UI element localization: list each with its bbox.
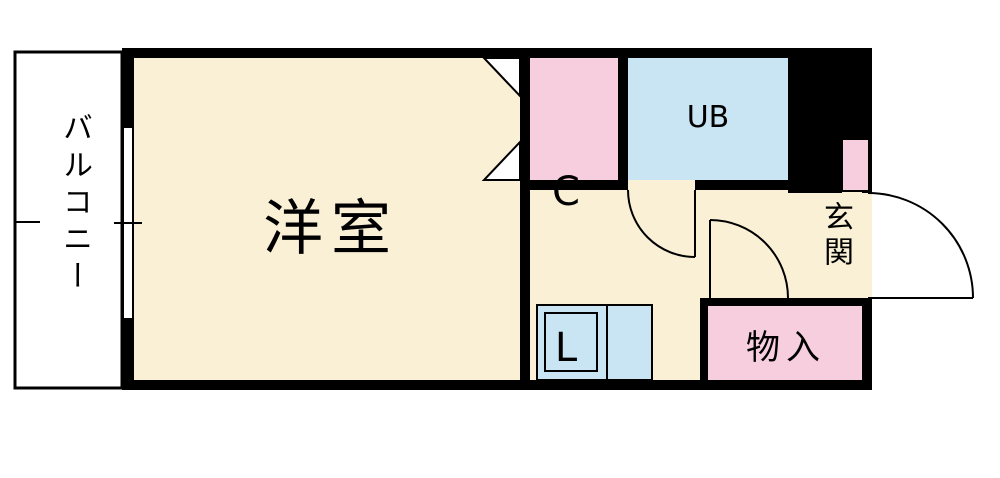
- apartment-floorplan: バルコニー 洋室 C L UB 玄関 物入: [13, 48, 974, 390]
- wall-closet-bath-divider: [618, 58, 628, 180]
- closet-label-line2: L: [554, 325, 578, 371]
- floorplan-drawing: [13, 48, 974, 390]
- wall-storage-left: [700, 298, 708, 380]
- closet-door-mark-top: [481, 57, 521, 99]
- storage-label: 物入: [746, 328, 826, 368]
- closet-label: C L: [541, 62, 591, 478]
- unit-bath-label: UB: [686, 100, 730, 135]
- bath-doorway-floor: [628, 180, 695, 192]
- wall-left-upper: [122, 48, 134, 128]
- kitchen-counter: [536, 304, 653, 381]
- western-room-floor: [133, 58, 520, 380]
- wall-left-lower: [122, 318, 134, 390]
- meter-box: [841, 138, 870, 192]
- balcony-label: バルコニー: [57, 112, 92, 297]
- wall-block-top-right-lower: [788, 138, 842, 193]
- wall-under-closet: [530, 180, 628, 190]
- storage-floor: [708, 306, 862, 380]
- wall-right-lower: [862, 298, 872, 390]
- wall-storage-top: [700, 298, 862, 306]
- hall-door-swing-arc: [709, 219, 789, 299]
- bath-door-swing-arc: [627, 189, 696, 258]
- wall-bottom: [122, 380, 872, 390]
- wall-room-divider: [520, 58, 530, 380]
- balcony-outline: [13, 50, 124, 390]
- unit-bath-floor: [628, 58, 788, 180]
- closet-door-mark-bottom: [481, 139, 521, 181]
- wall-block-top-right: [788, 48, 872, 138]
- entrance-label: 玄関: [818, 201, 853, 271]
- wall-under-bath: [695, 180, 796, 190]
- kitchen-sink: [544, 312, 598, 372]
- western-room-label: 洋室: [263, 194, 399, 264]
- closet-label-line1: C: [552, 169, 580, 215]
- wall-top: [122, 48, 872, 58]
- closet-floor: [530, 58, 618, 180]
- entrance-door-swing-arc: [867, 192, 974, 299]
